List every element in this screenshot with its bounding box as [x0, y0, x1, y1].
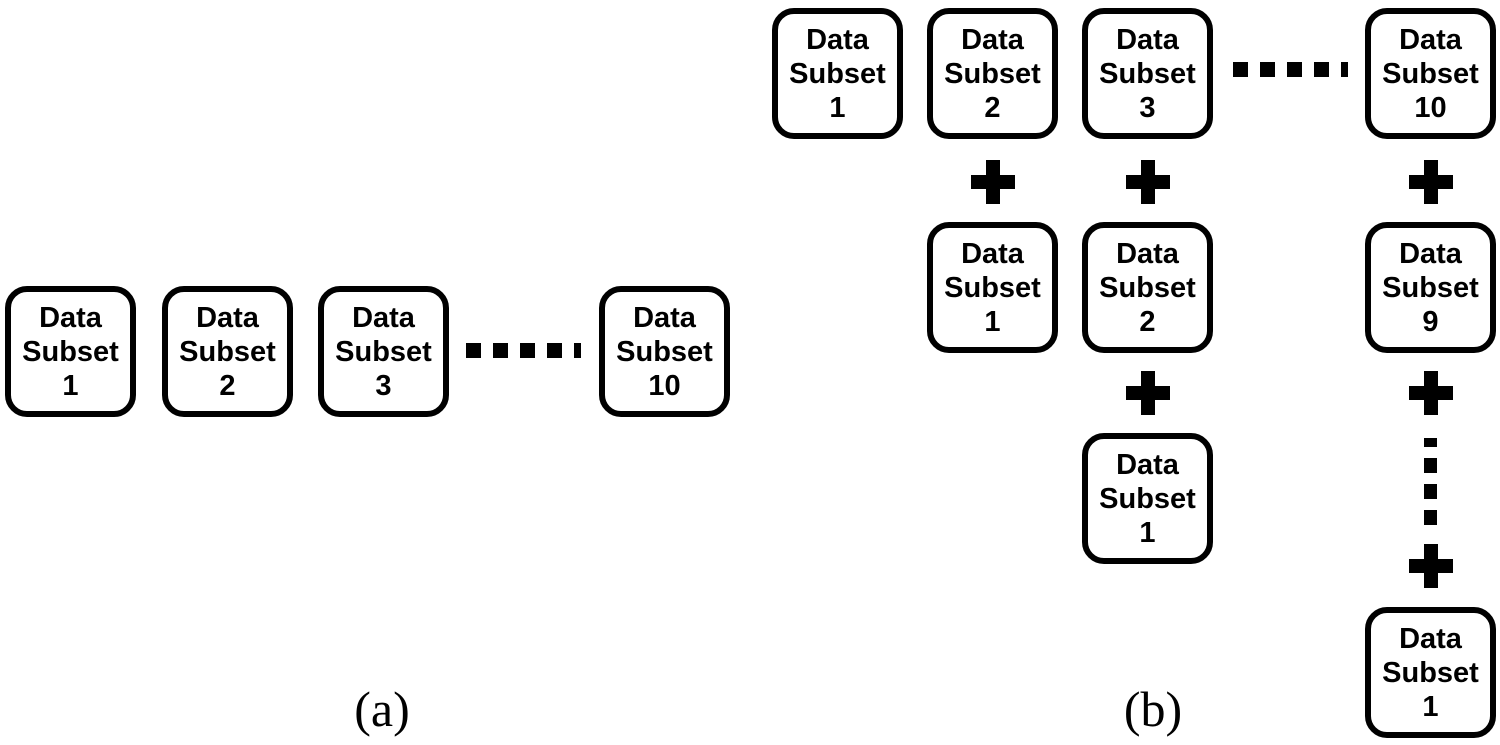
- box-text-line: 10: [648, 369, 681, 402]
- box-text-line: 1: [1422, 690, 1439, 723]
- box-text-line: Data: [961, 23, 1024, 56]
- box-text-line: Data: [1399, 622, 1462, 655]
- box-text-line: Subset: [22, 335, 119, 368]
- panel-b-col2-box-subset-1: Data Subset 1: [927, 222, 1058, 353]
- panel-b-label: (b): [1123, 681, 1183, 737]
- box-text-line: 9: [1422, 305, 1439, 338]
- box-text-line: Data: [1116, 448, 1179, 481]
- box-text-line: Data: [196, 301, 259, 334]
- panel-b-col3-box-subset-2: Data Subset 2: [1082, 222, 1213, 353]
- box-text-line: Data: [806, 23, 869, 56]
- box-text-line: 3: [375, 369, 392, 402]
- box-text-line: 1: [62, 369, 79, 402]
- box-text-line: Subset: [944, 57, 1041, 90]
- box-text-line: 2: [984, 91, 1001, 124]
- ellipsis-vertical-icon: [1424, 438, 1437, 525]
- box-text-line: Subset: [335, 335, 432, 368]
- plus-icon: [971, 160, 1015, 204]
- box-text-line: 1: [1139, 516, 1156, 549]
- panel-b-col1-box-subset-1: Data Subset 1: [772, 8, 903, 139]
- ellipsis-horizontal-icon: [466, 343, 581, 358]
- box-text-line: Data: [1116, 237, 1179, 270]
- box-text-line: 2: [219, 369, 236, 402]
- panel-a-box-subset-2: Data Subset 2: [162, 286, 293, 417]
- box-text-line: Data: [352, 301, 415, 334]
- plus-icon: [1409, 371, 1453, 415]
- panel-b-col3-box-subset-1: Data Subset 1: [1082, 433, 1213, 564]
- box-text-line: Subset: [1099, 271, 1196, 304]
- panel-a-box-subset-1: Data Subset 1: [5, 286, 136, 417]
- panel-a-box-subset-10: Data Subset 10: [599, 286, 730, 417]
- box-text-line: 1: [829, 91, 846, 124]
- box-text-line: 10: [1414, 91, 1447, 124]
- ellipsis-horizontal-icon: [1233, 62, 1348, 77]
- box-text-line: Data: [1116, 23, 1179, 56]
- panel-b-col2-box-subset-2: Data Subset 2: [927, 8, 1058, 139]
- box-text-line: Data: [961, 237, 1024, 270]
- box-text-line: Subset: [944, 271, 1041, 304]
- box-text-line: Subset: [1382, 57, 1479, 90]
- plus-icon: [1126, 160, 1170, 204]
- panel-b-col3-box-subset-3: Data Subset 3: [1082, 8, 1213, 139]
- plus-icon: [1126, 371, 1170, 415]
- panel-a-box-subset-3: Data Subset 3: [318, 286, 449, 417]
- box-text-line: Data: [39, 301, 102, 334]
- box-text-line: 2: [1139, 305, 1156, 338]
- panel-a-label: (a): [354, 681, 410, 737]
- panel-b-col10-box-subset-1: Data Subset 1: [1365, 607, 1496, 738]
- box-text-line: Subset: [1099, 482, 1196, 515]
- panel-b-col10-box-subset-10: Data Subset 10: [1365, 8, 1496, 139]
- box-text-line: 3: [1139, 91, 1156, 124]
- plus-icon: [1409, 160, 1453, 204]
- box-text-line: 1: [984, 305, 1001, 338]
- panel-b-col10-box-subset-9: Data Subset 9: [1365, 222, 1496, 353]
- box-text-line: Subset: [789, 57, 886, 90]
- plus-icon: [1409, 544, 1453, 588]
- box-text-line: Subset: [616, 335, 713, 368]
- box-text-line: Data: [1399, 23, 1462, 56]
- box-text-line: Data: [633, 301, 696, 334]
- box-text-line: Subset: [179, 335, 276, 368]
- box-text-line: Subset: [1099, 57, 1196, 90]
- box-text-line: Subset: [1382, 656, 1479, 689]
- box-text-line: Data: [1399, 237, 1462, 270]
- box-text-line: Subset: [1382, 271, 1479, 304]
